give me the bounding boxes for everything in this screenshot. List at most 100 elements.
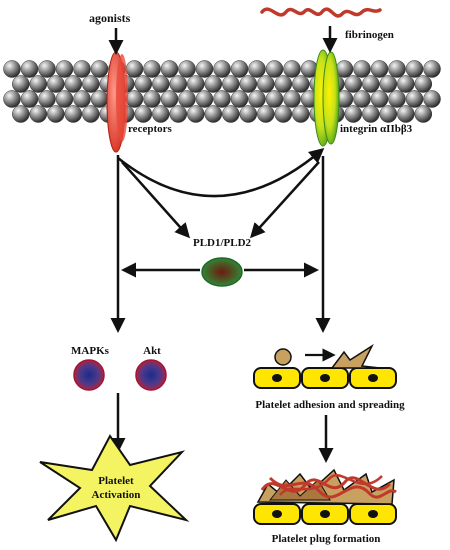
membrane-lipid-head <box>414 105 433 123</box>
membrane-lipid-head <box>230 60 249 78</box>
membrane-lipid-head <box>248 60 266 78</box>
membrane-lipid-head <box>257 75 275 93</box>
membrane-lipid-head <box>82 105 100 123</box>
membrane-lipid-head <box>187 105 205 123</box>
agonists-label: agonists <box>89 11 131 25</box>
membrane-lipid-head <box>169 75 188 93</box>
membrane-lipid-head <box>160 60 179 78</box>
membrane-lipid-head <box>213 60 231 78</box>
membrane-lipid-head <box>388 60 406 78</box>
membrane-lipid-head <box>405 60 424 78</box>
receptor-to-integrin-arrow <box>117 148 325 198</box>
membrane-lipid-head <box>362 75 380 93</box>
membrane-lipid-head <box>239 105 258 123</box>
membrane-lipid-head <box>397 105 415 123</box>
membrane-lipid-head <box>230 90 249 108</box>
membrane-lipid-head <box>379 75 398 93</box>
membrane-lipid-head <box>55 60 74 78</box>
pld-label: PLD1/PLD2 <box>193 237 252 249</box>
membrane-lipid-head <box>38 60 56 78</box>
membrane-lipid-head <box>195 90 214 108</box>
membrane-lipid-head <box>178 90 196 108</box>
akt-kinase <box>135 359 167 391</box>
adhesion-illustration <box>253 343 397 389</box>
membrane-lipid-head <box>134 105 153 123</box>
receptor-to-pld-arrow <box>121 161 190 239</box>
membrane-lipid-head <box>257 105 275 123</box>
platelet-activation-label-line1: Platelet <box>98 475 134 487</box>
membrane-lipid-head <box>274 75 293 93</box>
membrane-lipid-head <box>64 75 83 93</box>
membrane-lipid-head <box>187 75 205 93</box>
membrane-lipid-head <box>423 90 441 108</box>
membrane-lipid-head <box>362 105 380 123</box>
membrane-lipid-head <box>370 90 389 108</box>
membrane-lipid-head <box>213 90 231 108</box>
membrane-lipid-head <box>29 105 48 123</box>
membrane-lipid-head <box>353 60 371 78</box>
akt-label: Akt <box>143 345 161 357</box>
membrane-lipid-head <box>47 105 65 123</box>
membrane-lipid-head <box>152 75 170 93</box>
membrane-lipid-head <box>20 90 39 108</box>
membrane-lipid-head <box>143 90 161 108</box>
membrane-lipid-head <box>38 90 56 108</box>
membrane-lipid-head <box>248 90 266 108</box>
platelet-activation-starburst <box>39 434 190 543</box>
integrin-protein <box>313 49 340 147</box>
receptors-label: receptors <box>128 123 172 135</box>
membrane-bilayer <box>3 60 441 123</box>
membrane-lipid-head <box>405 90 424 108</box>
membrane-lipid-head <box>353 90 371 108</box>
membrane-lipid-head <box>239 75 258 93</box>
membrane-lipid-head <box>344 75 363 93</box>
membrane-lipid-head <box>204 105 223 123</box>
membrane-lipid-head <box>73 90 91 108</box>
membrane-lipid-head <box>134 75 153 93</box>
membrane-lipid-head <box>55 90 74 108</box>
membrane-lipid-head <box>64 105 83 123</box>
membrane-lipid-head <box>204 75 223 93</box>
membrane-lipid-head <box>12 105 30 123</box>
membrane-lipid-head <box>423 60 441 78</box>
adhesion-spreading-label: Platelet adhesion and spreading <box>255 399 405 411</box>
platelet-activation-label-line2: Activation <box>92 489 141 501</box>
membrane-lipid-head <box>414 75 433 93</box>
membrane-lipid-head <box>12 75 30 93</box>
membrane-lipid-head <box>90 60 109 78</box>
membrane-lipid-head <box>388 90 406 108</box>
mapks-label: MAPKs <box>71 345 110 357</box>
membrane-lipid-head <box>370 60 389 78</box>
membrane-lipid-head <box>20 60 39 78</box>
fibrinogen-label: fibrinogen <box>345 29 394 41</box>
membrane-lipid-head <box>169 105 188 123</box>
fibrinogen-molecule <box>260 7 382 18</box>
membrane-lipid-head <box>265 60 284 78</box>
membrane-lipid-head <box>292 105 310 123</box>
membrane-lipid-head <box>274 105 293 123</box>
plug-formation-label: Platelet plug formation <box>272 533 381 545</box>
membrane-lipid-head <box>125 60 144 78</box>
membrane-lipid-head <box>3 60 21 78</box>
signaling-arrows <box>110 148 334 463</box>
membrane-lipid-head <box>283 60 301 78</box>
membrane-lipid-head <box>152 105 170 123</box>
membrane-lipid-head <box>90 90 109 108</box>
membrane-lipid-head <box>292 75 310 93</box>
integrin-label: integrin αIIbβ3 <box>340 123 413 135</box>
mapks-kinase <box>73 359 105 391</box>
membrane-lipid-head <box>125 90 144 108</box>
membrane-lipid-head <box>178 60 196 78</box>
membrane-lipid-head <box>397 75 415 93</box>
integrin-to-pld-arrow <box>249 161 320 239</box>
membrane-lipid-head <box>143 60 161 78</box>
receptor-protein <box>106 51 128 153</box>
membrane-lipid-head <box>195 60 214 78</box>
membrane-lipid-head <box>3 90 21 108</box>
membrane-lipid-head <box>47 75 65 93</box>
membrane-lipid-head <box>335 60 354 78</box>
membrane-lipid-head <box>222 75 240 93</box>
plug-illustration <box>253 468 397 525</box>
